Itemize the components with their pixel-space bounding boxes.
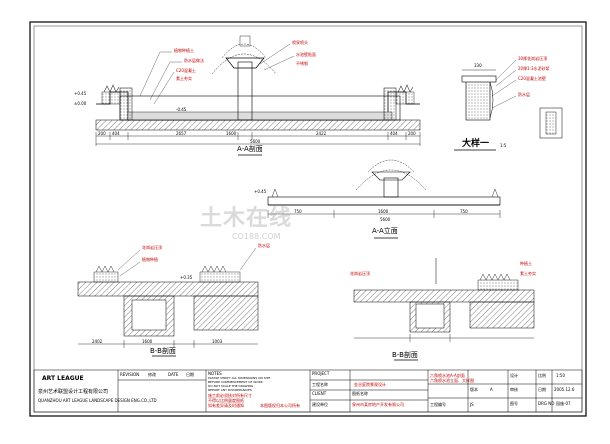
b-seg-1: 1600 <box>142 339 153 344</box>
project-cn-label: 工程名称 <box>312 382 328 387</box>
client-name: 泉州市某房地产开发有限公司 <box>352 402 404 407</box>
sheet-label: 图号 <box>510 401 518 406</box>
detail-note-2: C20混凝土池壁 <box>518 76 546 81</box>
aa-section-drawing <box>95 35 421 156</box>
bb2-section-title: B-B剖面 <box>392 351 418 359</box>
design-label: 设计 <box>510 373 518 378</box>
client-cn-label: 建设单位 <box>312 402 328 407</box>
dim-top-seg-1: 404 <box>112 131 120 136</box>
dim-top-seg-5: 200 <box>408 131 416 136</box>
watermark-url: CO188.COM <box>232 232 281 241</box>
client-label: CLIENT <box>312 391 327 396</box>
extra-value: A <box>490 387 493 392</box>
detail-width: 330 <box>474 63 482 68</box>
elev-seg-1: 1600 <box>378 209 389 214</box>
notes-cn-0: 施工前必须核对所有尺寸 <box>208 393 252 398</box>
date-value: 2005.12.6 <box>554 387 575 392</box>
level-b: ±0.00 <box>74 101 87 106</box>
level-e: +0.35 <box>180 275 193 280</box>
scale-label: 比例 <box>538 373 546 378</box>
company-name-en: QUANZHOU ART LEAGUE LANDSCAPE DESIGN ENG… <box>38 398 157 403</box>
company-name-cn: 泉州艺术联盟设计工程有限公司 <box>38 389 109 395</box>
dim-top-seg-4: 404 <box>390 131 398 136</box>
outer-border <box>29 21 587 417</box>
elev-total: 5600 <box>380 217 391 222</box>
b-note-1: 植物种植 <box>142 257 158 262</box>
inner-border <box>33 25 583 413</box>
dim-top-total: 5600 <box>250 139 261 144</box>
bb-section-drawing <box>77 247 259 357</box>
detail-note-1: 20厚1:3水泥砂浆 <box>518 66 550 71</box>
watermark-text: 土木在线 <box>200 206 293 231</box>
detail-note-3: 防水层 <box>518 92 530 97</box>
notes-cn-3: 本图版权归本公司所有 <box>260 403 300 408</box>
level-d: +0.45 <box>254 189 267 194</box>
note-top-center-0: 喷泉喷头 <box>292 40 308 45</box>
rev-label: DRG NO <box>538 401 555 406</box>
check-label: 审核 <box>510 387 518 392</box>
drawing-name-2: 六角喷水池立面、大样图 <box>430 378 474 383</box>
notes-line-0: PLEASE VERIFY ALL DIMENSIONS ON SITE <box>208 376 271 380</box>
bb2-section-drawing <box>353 258 535 361</box>
dim-top-seg-3: 2422 <box>316 131 327 136</box>
elev-seg-0: 750 <box>294 209 302 214</box>
rev-header-0: REVISION <box>120 372 140 377</box>
detail-note-0: 30厚花岗岩压顶 <box>518 56 548 61</box>
b2-note-0: 花岗岩压顶 <box>350 271 370 276</box>
company-logo-en: ART LEAGUE <box>42 375 84 382</box>
b-seg-0: 2402 <box>92 339 103 344</box>
notes-line-3: REPORT ANY DISCREPANCIES <box>208 388 252 392</box>
b2-note-1: 种植土 <box>520 261 532 266</box>
rev-header-2: DATE <box>168 372 179 377</box>
project-name: 金谷庭院景观设计 <box>354 382 386 387</box>
b-seg-2: 1003 <box>212 339 223 344</box>
level-a: +0.45 <box>74 91 87 96</box>
date-label: 日期 <box>538 387 546 392</box>
notes-head: NOTES <box>208 371 222 376</box>
level-c: -0.45 <box>176 107 187 112</box>
note-top-left-2: C20混凝土 <box>176 68 196 73</box>
sheet-value: 园施-07 <box>556 401 571 406</box>
b-note-2: 防水层 <box>258 243 270 248</box>
drawing-name-1: 六角喷水池A-A剖面 <box>430 373 465 378</box>
b2-note-2: 素土夯实 <box>520 271 536 276</box>
aa-elevation-title: A-A立面 <box>372 227 398 235</box>
detail-scale: 1:5 <box>500 143 507 148</box>
note-top-center-2: 不锈钢 <box>296 61 308 66</box>
project-label: PROJECT <box>312 371 330 376</box>
engineering-no-value: JS <box>470 402 474 407</box>
title-block-frame <box>33 369 583 413</box>
detail-one-drawing <box>454 59 563 151</box>
dim-top-seg-2: 2657 <box>176 131 187 136</box>
notes-line-2: DO NOT SCALE THE DRAWING <box>208 384 254 388</box>
extra-label: 版本 <box>470 387 478 392</box>
aa-elevation-drawing <box>267 159 501 239</box>
bb-section-title: B-B剖面 <box>150 347 176 355</box>
notes-line-1: BEFORE COMMENCEMENT OF WORK <box>208 380 263 384</box>
notes-cn-1: 不得以比例量度图纸 <box>208 398 244 403</box>
notes-cn-2: 如有差异请及时通知 <box>208 403 244 408</box>
rev-header-3: 日期 <box>186 372 194 377</box>
aa-section-title: A-A剖面 <box>237 145 263 153</box>
b-note-0: 花岗岩压顶 <box>142 245 162 250</box>
note-top-left-3: 素土夯实 <box>176 76 192 81</box>
dim-top-mid: 1600 <box>226 131 237 136</box>
note-top-left-0: 植物种植土 <box>174 48 194 53</box>
drawing-label: 图纸名称 <box>352 391 368 396</box>
engineering-no-label: 工程编号 <box>430 402 446 407</box>
dim-top-seg-0: 200 <box>98 131 106 136</box>
detail-title: 大样一 <box>462 139 490 149</box>
note-top-left-1: 防水层做法 <box>184 58 204 63</box>
scale-value: 1:50 <box>556 373 565 378</box>
elev-seg-2: 750 <box>460 209 468 214</box>
note-top-center-1: 水池壁贴面 <box>296 52 316 57</box>
rev-header-1: 修改 <box>148 372 156 377</box>
